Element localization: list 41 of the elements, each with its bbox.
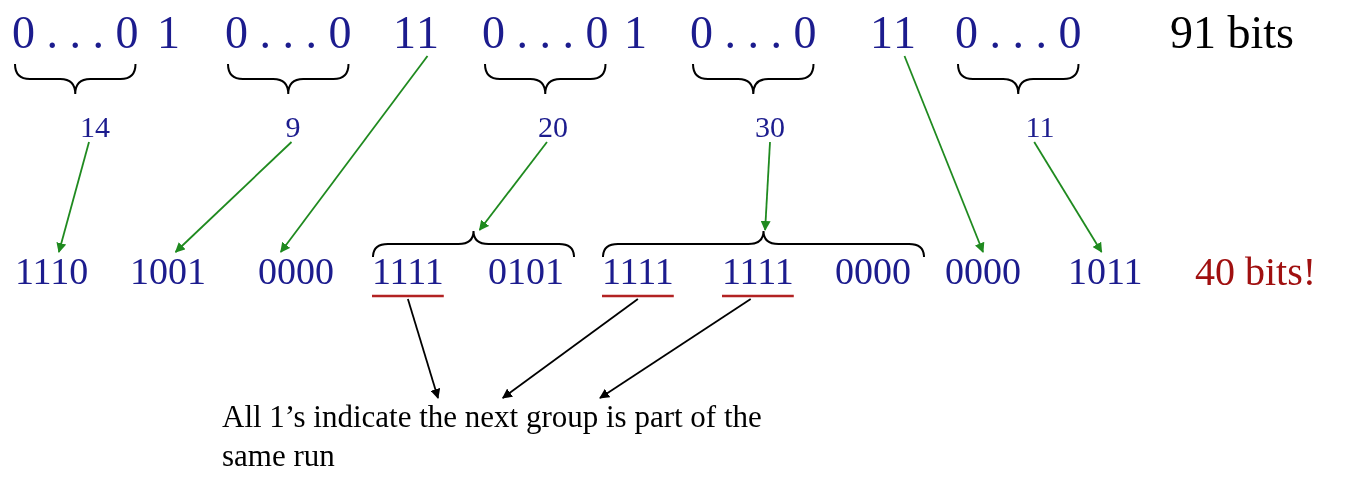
arrow [599, 298, 752, 399]
run-length: 30 [755, 112, 785, 142]
bit-one: 1 [893, 10, 916, 56]
bit-run: 0 . . . 0 [225, 10, 352, 56]
run-length: 20 [538, 112, 568, 142]
code-group: 0000 [258, 252, 334, 290]
note-text: All 1’s indicate the next group is part of the same run [222, 398, 762, 476]
arrow [279, 55, 429, 253]
code-group: 1111 [602, 252, 674, 290]
bit-one: 1 [416, 10, 439, 56]
run-length: 14 [80, 112, 110, 142]
curly-brace [602, 230, 925, 258]
bit-run: 0 . . . 0 [12, 10, 139, 56]
arrow [478, 141, 548, 231]
bit-one: 1 [157, 10, 180, 56]
code-group: 0000 [945, 252, 1021, 290]
curly-brace [372, 230, 575, 258]
arrow [903, 55, 985, 253]
arrow [1033, 141, 1103, 253]
arrow [56, 141, 90, 253]
code-group: 1001 [130, 252, 206, 290]
run-length: 11 [1025, 112, 1055, 142]
bit-count: 91 bits [1170, 10, 1294, 56]
arrow [760, 141, 771, 231]
run-length: 9 [285, 112, 301, 142]
code-group: 1110 [15, 252, 89, 290]
arrow [174, 141, 293, 253]
bit-one: 1 [393, 10, 416, 56]
bit-one: 1 [624, 10, 647, 56]
code-group: 1111 [372, 252, 444, 290]
code-group: 0101 [488, 252, 564, 290]
bit-run: 0 . . . 0 [690, 10, 817, 56]
bit-run: 0 . . . 0 [482, 10, 609, 56]
arrow [501, 298, 639, 399]
code-group: 0000 [835, 252, 911, 290]
code-group: 1011 [1068, 252, 1143, 290]
arrow [407, 298, 441, 399]
bit-count: 40 bits! [1195, 252, 1317, 292]
bit-one: 1 [870, 10, 893, 56]
bit-run: 0 . . . 0 [955, 10, 1082, 56]
code-group: 1111 [722, 252, 794, 290]
